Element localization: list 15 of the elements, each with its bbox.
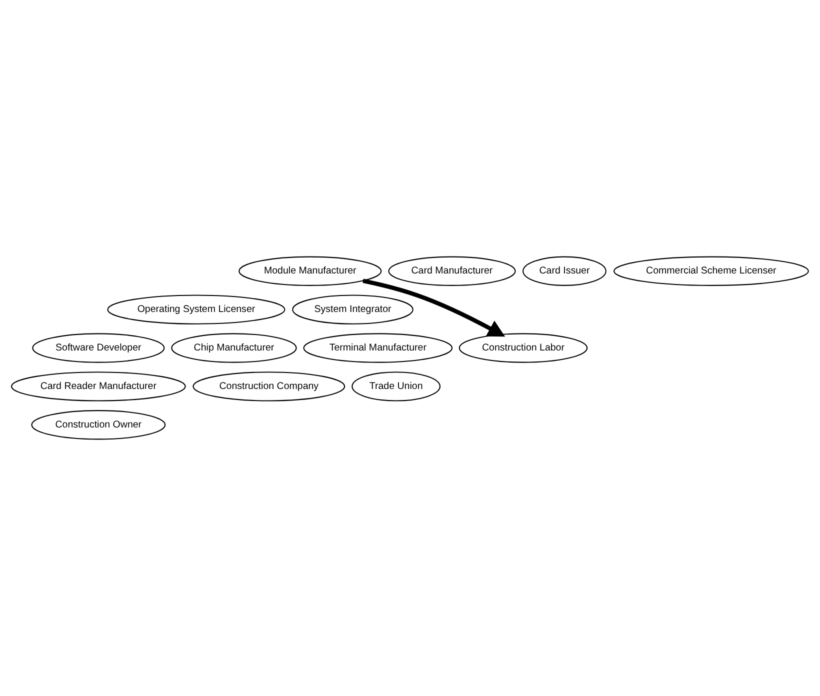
node-ellipse: Commercial Scheme Licenser <box>613 256 809 286</box>
node-ellipse: Module Manufacturer <box>238 256 382 286</box>
node-ellipse: System Integrator <box>292 294 414 324</box>
node-ellipse: Construction Labor <box>458 333 588 363</box>
node-ellipse: Operating System Licenser <box>107 294 286 324</box>
node-ellipse: Construction Company <box>192 372 346 402</box>
node-ellipse: Card Reader Manufacturer <box>10 372 186 402</box>
node-ellipse: Trade Union <box>352 372 441 402</box>
arrow <box>362 278 506 337</box>
node-ellipse: Construction Owner <box>31 410 166 440</box>
node-ellipse: Terminal Manufacturer <box>303 333 453 363</box>
node-ellipse: Card Manufacturer <box>388 256 516 286</box>
node-ellipse: Card Issuer <box>522 256 606 286</box>
node-ellipse: Software Developer <box>32 333 165 363</box>
node-ellipse: Chip Manufacturer <box>171 333 297 363</box>
